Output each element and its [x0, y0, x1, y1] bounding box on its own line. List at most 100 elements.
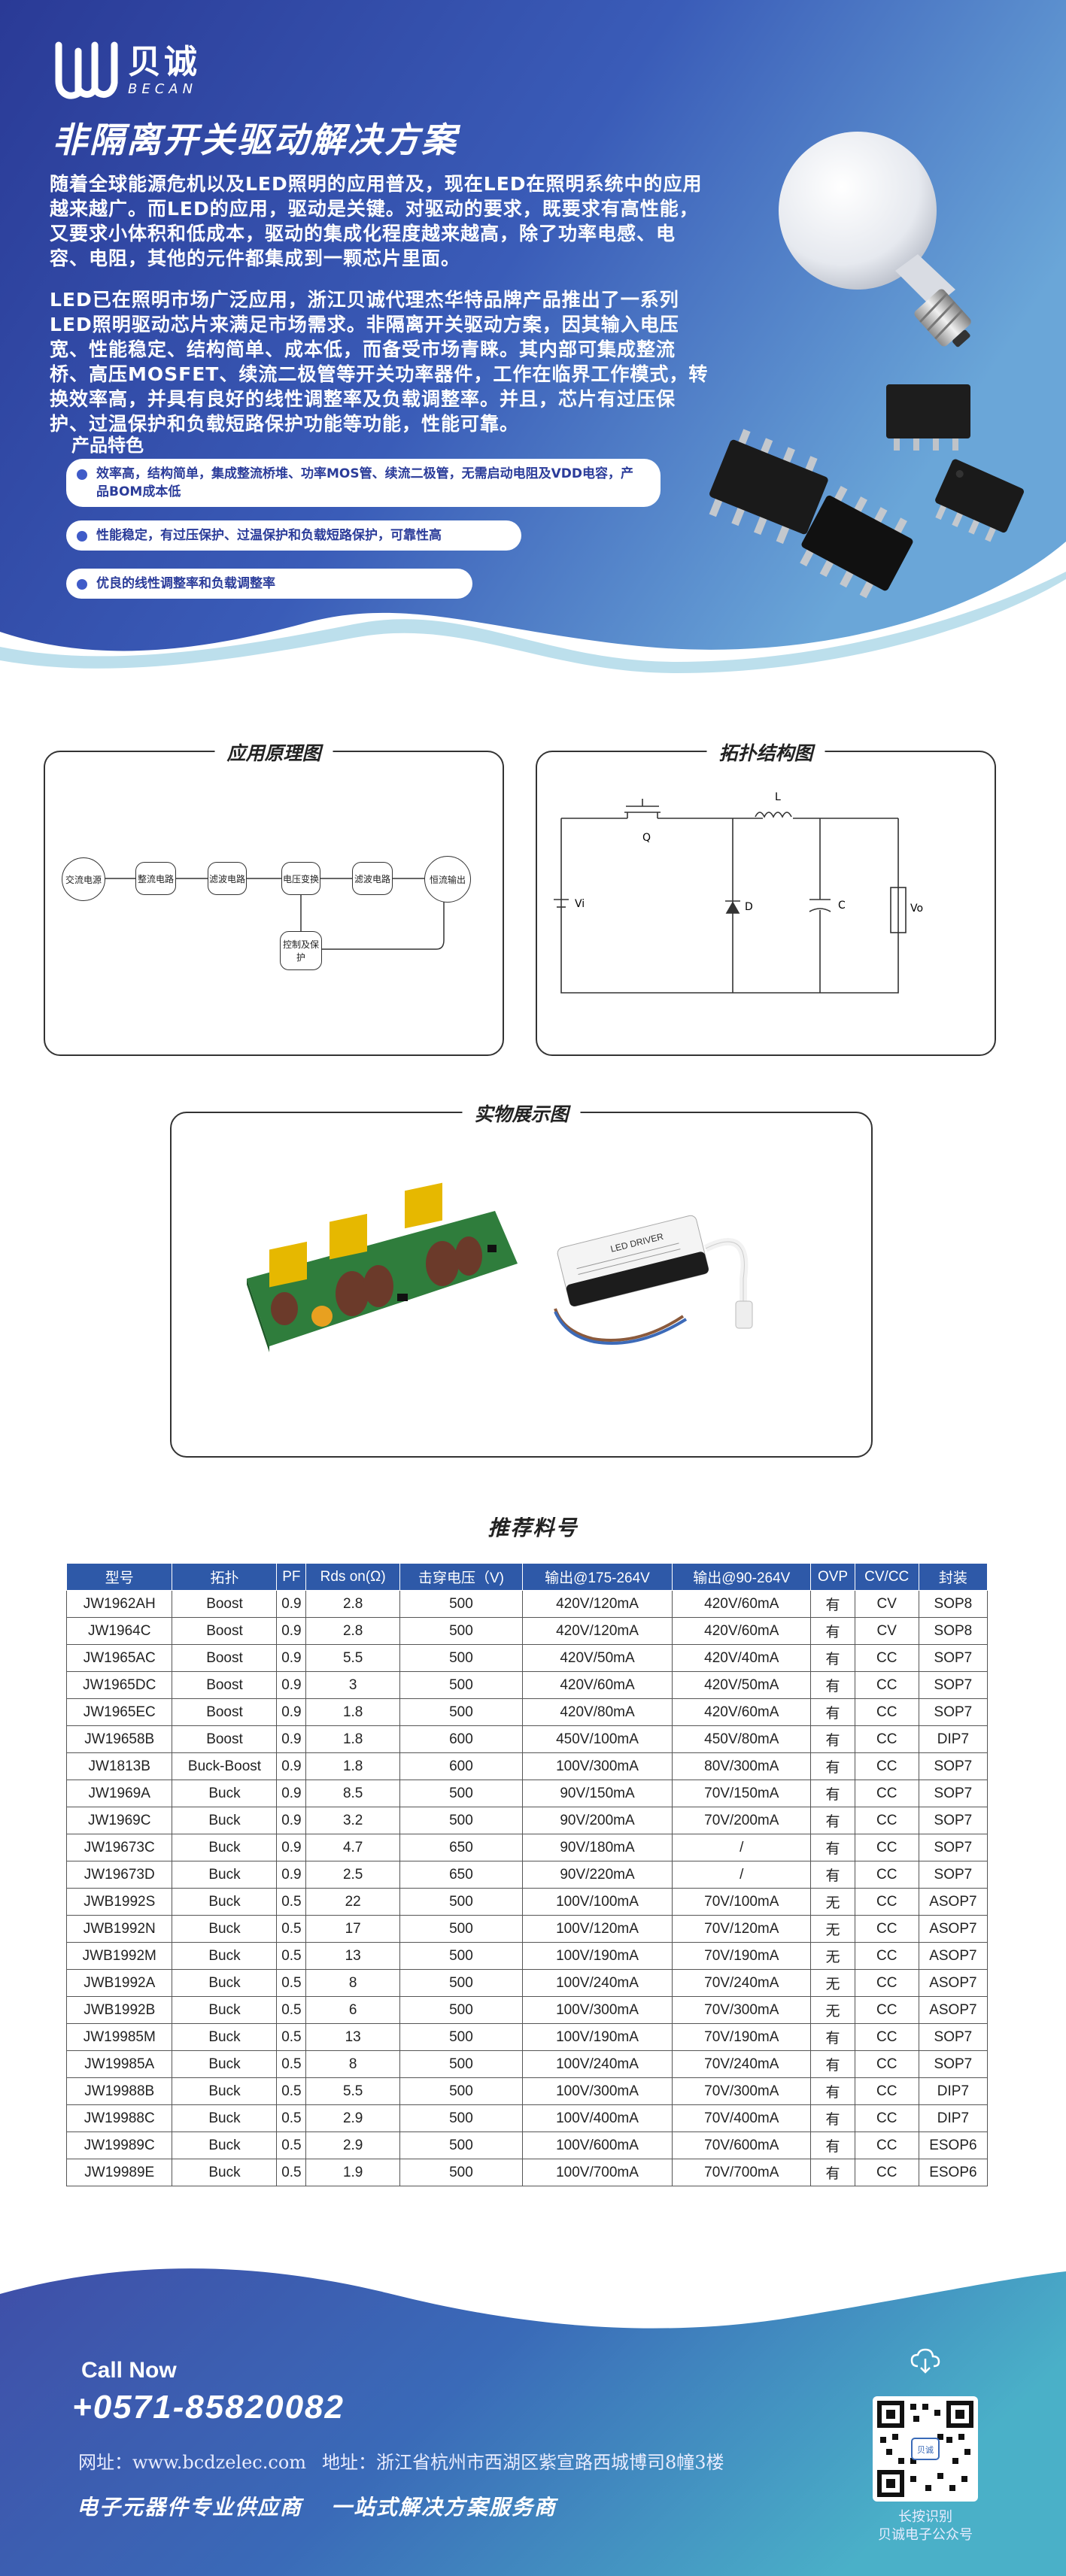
cell-pf: 0.9 — [276, 1617, 307, 1645]
cell-rds-on: 4.7 — [305, 1834, 401, 1861]
qr-caption-1: 长按识别 — [898, 2509, 952, 2525]
cell-output-90-264: 70V/200mA — [672, 1807, 812, 1834]
cell-rds-on: 13 — [305, 2023, 401, 2051]
logo-mark-icon — [55, 41, 118, 99]
chip-image-2 — [709, 429, 828, 545]
brand-logo[interactable]: 贝诚 BECAN — [53, 36, 200, 104]
cell-rds-on: 8.5 — [305, 1780, 401, 1807]
cell-rds-on: 13 — [305, 1942, 401, 1970]
cell-cv-cc: CC — [854, 1915, 919, 1943]
cell-rds-on: 2.8 — [305, 1590, 401, 1618]
cell-package: SOP7 — [918, 1752, 989, 1780]
cell-cv-cc: CC — [854, 1861, 919, 1889]
cell-package: ESOP6 — [918, 2159, 989, 2186]
cell-package: DIP7 — [918, 1725, 989, 1753]
address-text: 地址：浙江省杭州市西湖区紫宣路西城博司8幢3楼 — [322, 2452, 724, 2473]
cell-model: JW1813B — [65, 1752, 173, 1780]
cell-ovp: 有 — [810, 1644, 855, 1672]
logo-text: 贝诚 BECAN — [128, 43, 200, 97]
cell-output-90-264: 420V/60mA — [672, 1617, 812, 1645]
cell-ovp: 有 — [810, 2159, 855, 2186]
cell-package: SOP8 — [918, 1617, 989, 1645]
cell-rds-on: 5.5 — [305, 2077, 401, 2105]
cell-breakdown-voltage: 500 — [399, 1698, 523, 1726]
cell-topology: Buck — [172, 2023, 278, 2051]
header-pf: PF — [276, 1563, 307, 1591]
cell-output-175-264: 450V/100mA — [521, 1725, 673, 1753]
cell-cv-cc: CC — [854, 1942, 919, 1970]
label-vo: Vo — [910, 903, 923, 915]
cloud-download-icon — [910, 2348, 940, 2374]
cell-ovp: 有 — [810, 1617, 855, 1645]
cell-package: SOP7 — [918, 2050, 989, 2078]
cell-output-90-264: 70V/150mA — [672, 1780, 812, 1807]
header-model: 型号 — [65, 1563, 173, 1591]
cell-breakdown-voltage: 650 — [399, 1861, 523, 1889]
cell-topology: Buck — [172, 2050, 278, 2078]
cell-pf: 0.9 — [276, 1698, 307, 1726]
cell-output-90-264: / — [672, 1834, 812, 1861]
cell-output-90-264: 70V/400mA — [672, 2104, 812, 2132]
table-header-row: 型号 拓扑 PF Rds on(Ω) 击穿电压（V) 输出@175-264V 输… — [65, 1563, 989, 1591]
cell-model: JW19988C — [65, 2104, 173, 2132]
cell-pf: 0.9 — [276, 1861, 307, 1889]
cell-model: JW19989E — [65, 2159, 173, 2186]
cell-pf: 0.9 — [276, 1644, 307, 1672]
cell-pf: 0.5 — [276, 2104, 307, 2132]
cell-topology: Buck — [172, 1780, 278, 1807]
cell-pf: 0.5 — [276, 1942, 307, 1970]
cell-output-90-264: 70V/700mA — [672, 2159, 812, 2186]
cell-topology: Buck — [172, 1861, 278, 1889]
cell-breakdown-voltage: 600 — [399, 1725, 523, 1753]
cell-pf: 0.5 — [276, 1969, 307, 1997]
cell-ovp: 无 — [810, 1888, 855, 1916]
cell-pf: 0.5 — [276, 2050, 307, 2078]
cell-ovp: 有 — [810, 1590, 855, 1618]
cell-output-90-264: 70V/120mA — [672, 1915, 812, 1943]
features-title: 产品特色 — [71, 435, 144, 456]
intro-paragraph-2: LED已在照明市场广泛应用，浙江贝诚代理杰华特品牌产品推出了一系列LED照明驱动… — [50, 289, 709, 435]
cell-cv-cc: CC — [854, 2050, 919, 2078]
cell-output-175-264: 90V/220mA — [521, 1861, 673, 1889]
cell-cv-cc: CC — [854, 2131, 919, 2159]
chip-image-4 — [935, 459, 1024, 542]
cell-model: JW19673C — [65, 1834, 173, 1861]
chip-image-1 — [886, 384, 970, 451]
wechat-qr-code[interactable]: 贝诚 — [873, 2396, 978, 2502]
header-cv-cc: CV/CC — [854, 1563, 919, 1591]
cell-breakdown-voltage: 500 — [399, 1942, 523, 1970]
led-driver-image: LED DRIVER — [554, 1215, 753, 1345]
cell-ovp: 有 — [810, 1780, 855, 1807]
cell-package: ASOP7 — [918, 1969, 989, 1997]
cell-model: JW19989C — [65, 2131, 173, 2159]
header-output-175-264: 输出@175-264V — [521, 1563, 673, 1591]
header-ovp: OVP — [810, 1563, 855, 1591]
cell-pf: 0.9 — [276, 1671, 307, 1699]
cell-pf: 0.5 — [276, 2023, 307, 2051]
call-now-label: Call Now — [81, 2358, 177, 2383]
cell-ovp: 有 — [810, 2050, 855, 2078]
cell-ovp: 有 — [810, 1807, 855, 1834]
cell-model: JWB1992S — [65, 1888, 173, 1916]
website-text[interactable]: 网址：www.bcdzelec.com — [78, 2452, 307, 2473]
cell-breakdown-voltage: 500 — [399, 2077, 523, 2105]
cell-package: ASOP7 — [918, 1888, 989, 1916]
cell-breakdown-voltage: 500 — [399, 1969, 523, 1997]
cell-output-90-264: 70V/240mA — [672, 2050, 812, 2078]
phone-number[interactable]: +0571-85820082 — [72, 2389, 345, 2426]
cell-rds-on: 22 — [305, 1888, 401, 1916]
cell-topology: Buck — [172, 1807, 278, 1834]
cell-ovp: 有 — [810, 2023, 855, 2051]
cell-topology: Buck — [172, 1996, 278, 2024]
cell-ovp: 无 — [810, 1969, 855, 1997]
slogan-solutions: 一站式解决方案服务商 — [331, 2495, 557, 2520]
cell-cv-cc: CC — [854, 1888, 919, 1916]
cell-package: SOP8 — [918, 1590, 989, 1618]
